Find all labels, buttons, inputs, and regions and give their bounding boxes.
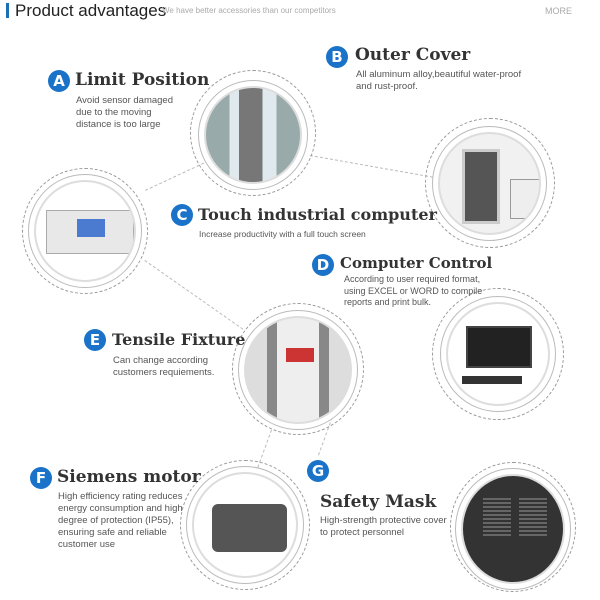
section-title: Product advantages: [15, 1, 167, 20]
feature-desc-f: High efficiency rating reduces energy co…: [58, 491, 183, 550]
feature-title-e: Tensile Fixture: [112, 330, 246, 349]
feature-title-c: Touch industrial computer: [198, 205, 437, 224]
header-accent-bar: [6, 3, 9, 18]
more-link[interactable]: MORE: [545, 6, 572, 16]
safety-mask-image: [455, 468, 571, 590]
dashed-ring: [190, 70, 316, 196]
section-subtitle: We have better accessories than our comp…: [162, 6, 336, 15]
badge-a: A: [48, 70, 70, 92]
feature-desc-d: According to user required format, using…: [344, 274, 483, 307]
dashed-ring: [432, 288, 564, 420]
dashed-ring: [232, 303, 364, 435]
dashed-ring: [450, 462, 576, 592]
badge-g: G: [307, 460, 329, 482]
connector-line: [309, 155, 434, 178]
badge-c: C: [171, 204, 193, 226]
feature-title-a: Limit Position: [75, 70, 210, 90]
feature-title-b: Outer Cover: [355, 45, 471, 65]
badge-f: F: [30, 467, 52, 489]
section-header: Product advantages We have better access…: [0, 0, 600, 24]
tensile-fixture-image: [238, 310, 358, 430]
feature-title-d: Computer Control: [340, 254, 493, 272]
badge-b: B: [326, 46, 348, 68]
badge-e: E: [84, 329, 106, 351]
limit-position-image: [198, 80, 308, 190]
feature-title-g: Safety Mask: [320, 492, 437, 512]
badge-d: D: [312, 254, 334, 276]
outer-cover-image: [432, 126, 547, 241]
feature-desc-c: Increase productivity with a full touch …: [199, 229, 366, 239]
touch-computer-image: [28, 174, 142, 288]
feature-desc-a: Avoid sensor damaged due to the moving d…: [76, 95, 173, 130]
siemens-motor-image: [186, 466, 304, 584]
dashed-ring: [22, 168, 148, 294]
dashed-ring: [425, 118, 555, 248]
computer-control-image: [440, 296, 556, 412]
feature-desc-b: All aluminum alloy,beautiful water-proof…: [356, 69, 522, 92]
feature-title-f: Siemens motor: [57, 467, 201, 487]
feature-desc-g: High-strength protective cover to protec…: [320, 515, 447, 538]
dashed-ring: [180, 460, 310, 590]
feature-desc-e: Can change according customers requiemen…: [113, 355, 215, 378]
connector-line: [144, 260, 244, 330]
